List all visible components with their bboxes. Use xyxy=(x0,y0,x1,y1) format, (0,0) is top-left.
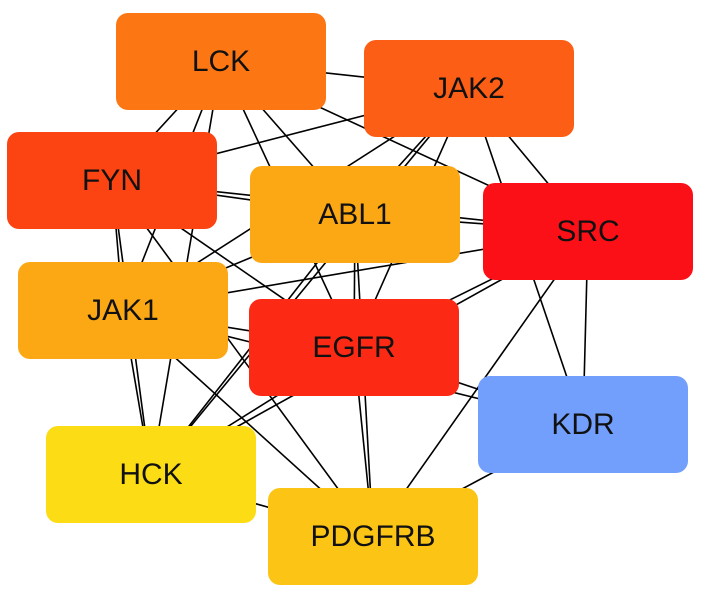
node-lck[interactable]: LCK xyxy=(116,13,326,110)
node-abl1[interactable]: ABL1 xyxy=(250,166,460,263)
node-jak2[interactable]: JAK2 xyxy=(364,40,574,137)
node-src[interactable]: SRC xyxy=(483,183,693,280)
node-jak1[interactable]: JAK1 xyxy=(18,262,228,359)
edge-jak2-hck xyxy=(150,87,470,476)
node-egfr[interactable]: EGFR xyxy=(249,299,459,396)
node-kdr[interactable]: KDR xyxy=(478,376,688,473)
node-pdgfrb[interactable]: PDGFRB xyxy=(268,488,478,585)
node-fyn[interactable]: FYN xyxy=(7,132,217,229)
node-hck[interactable]: HCK xyxy=(46,426,256,523)
